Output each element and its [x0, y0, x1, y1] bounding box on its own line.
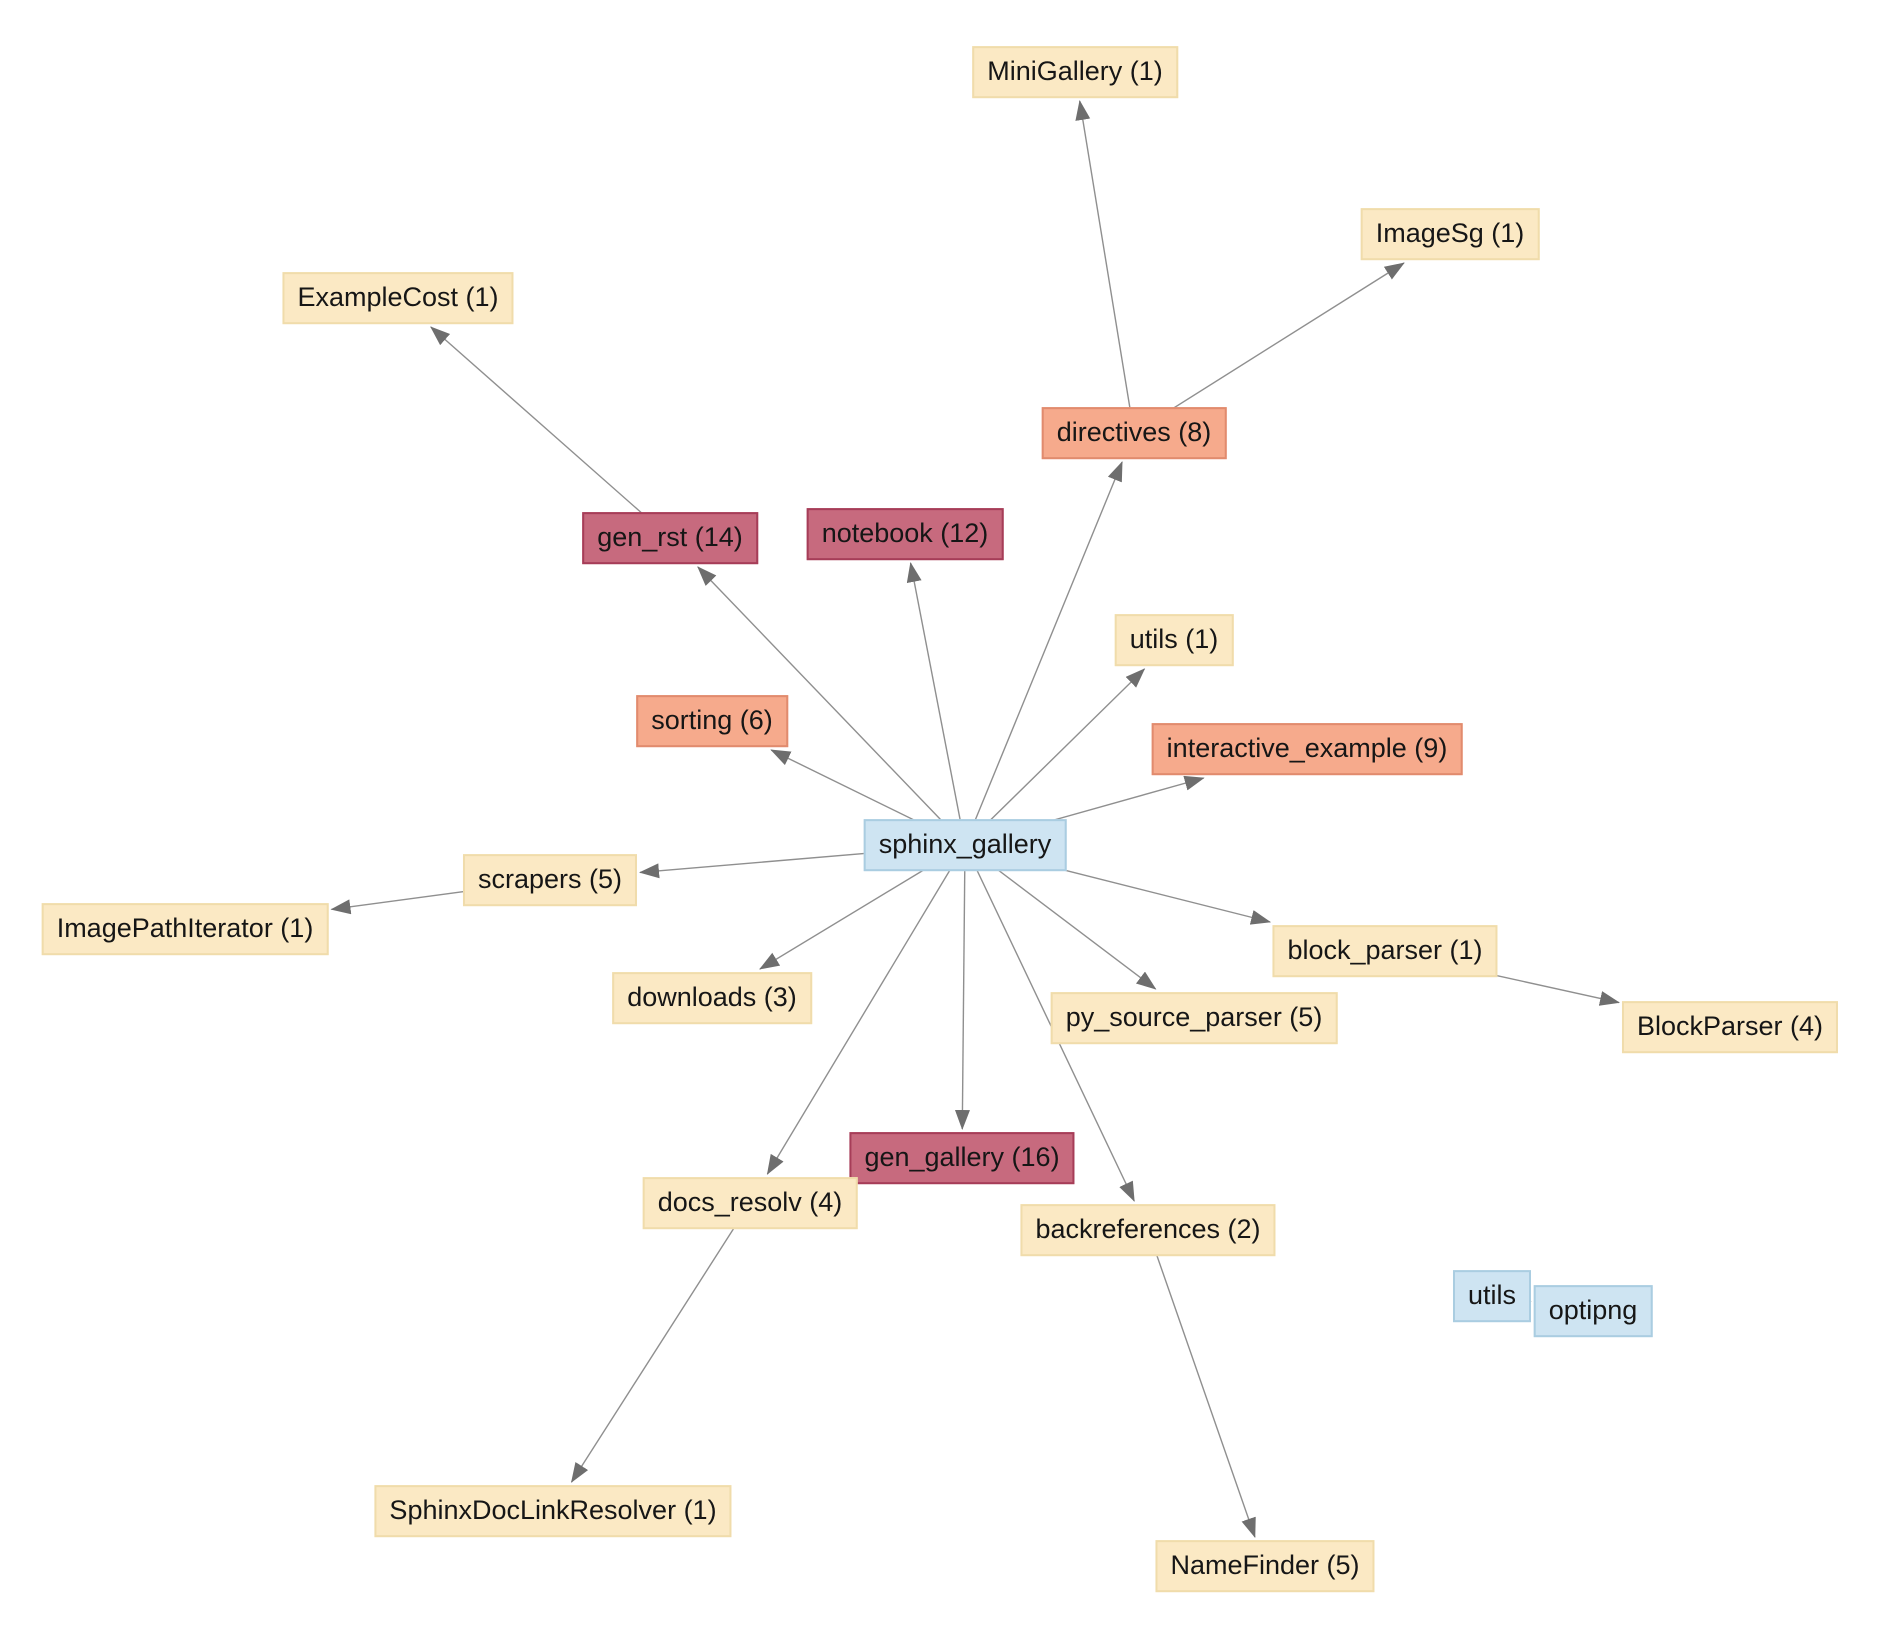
node-image_path_iterator: ImagePathIterator (1) [41, 903, 329, 955]
node-label: gen_rst (14) [597, 522, 743, 553]
node-block_parser: block_parser (1) [1272, 925, 1498, 977]
node-backreferences: backreferences (2) [1020, 1204, 1276, 1256]
node-label: gen_gallery (16) [864, 1142, 1060, 1173]
node-label: NameFinder (5) [1170, 1550, 1360, 1581]
node-label: utils [1467, 1280, 1517, 1311]
node-utils_small: utils [1452, 1270, 1532, 1322]
edge-sphinx_gallery-to-directives [964, 461, 1123, 846]
edge-sphinx_gallery-to-gen_gallery [954, 844, 970, 1130]
edge-directives-to-image_sg [1133, 262, 1405, 434]
node-label: sorting (6) [651, 705, 773, 736]
node-label: utils (1) [1129, 624, 1219, 655]
edge-sphinx_gallery-to-notebook [906, 562, 966, 846]
node-label: block_parser (1) [1287, 935, 1483, 966]
node-sorting: sorting (6) [636, 695, 788, 747]
node-label: optipng [1548, 1295, 1638, 1326]
node-label: sphinx_gallery [878, 829, 1052, 860]
node-downloads: downloads (3) [612, 972, 812, 1024]
node-label: ImageSg (1) [1375, 218, 1525, 249]
node-docs_resolv: docs_resolv (4) [642, 1177, 858, 1229]
node-label: py_source_parser (5) [1065, 1002, 1323, 1033]
node-py_source_parser: py_source_parser (5) [1050, 992, 1338, 1044]
node-optipng: optipng [1533, 1285, 1653, 1337]
node-mini_gallery: MiniGallery (1) [972, 46, 1178, 98]
node-directives: directives (8) [1041, 407, 1227, 459]
node-label: ExampleCost (1) [297, 282, 499, 313]
edge-backreferences-to-name_finder [1147, 1229, 1256, 1538]
node-label: interactive_example (9) [1166, 733, 1448, 764]
node-label: ImagePathIterator (1) [56, 913, 314, 944]
node-label: SphinxDocLinkResolver (1) [389, 1495, 717, 1526]
node-label: directives (8) [1056, 417, 1212, 448]
edge-sphinx_gallery-to-gen_rst [697, 566, 966, 846]
node-scrapers: scrapers (5) [462, 854, 638, 906]
node-block_parser_class: BlockParser (4) [1621, 1001, 1839, 1053]
node-name_finder: NameFinder (5) [1155, 1540, 1375, 1592]
node-sphinx_doc_link_resolver: SphinxDocLinkResolver (1) [374, 1485, 732, 1537]
node-gen_gallery: gen_gallery (16) [849, 1132, 1075, 1184]
node-gen_rst: gen_rst (14) [582, 512, 758, 564]
node-example_cost: ExampleCost (1) [282, 272, 514, 324]
node-sphinx_gallery: sphinx_gallery [863, 819, 1067, 871]
node-label: docs_resolv (4) [657, 1187, 843, 1218]
node-image_sg: ImageSg (1) [1360, 208, 1540, 260]
edge-gen_rst-to-example_cost [430, 326, 671, 539]
edge-sphinx_gallery-to-backreferences [964, 844, 1135, 1202]
edge-sphinx_gallery-to-utils_1 [964, 668, 1146, 846]
node-label: notebook (12) [821, 518, 989, 549]
node-label: downloads (3) [627, 982, 797, 1013]
node-label: MiniGallery (1) [987, 56, 1163, 87]
node-utils_1: utils (1) [1114, 614, 1234, 666]
node-label: BlockParser (4) [1636, 1011, 1824, 1042]
edge-sphinx_gallery-to-docs_resolv [766, 844, 966, 1175]
node-interactive_example: interactive_example (9) [1151, 723, 1463, 775]
edge-docs_resolv-to-sphinx_doc_link_resolver [570, 1202, 751, 1483]
node-label: scrapers (5) [477, 864, 623, 895]
edge-directives-to-mini_gallery [1075, 100, 1135, 434]
node-label: backreferences (2) [1035, 1214, 1261, 1245]
node-notebook: notebook (12) [806, 508, 1004, 560]
